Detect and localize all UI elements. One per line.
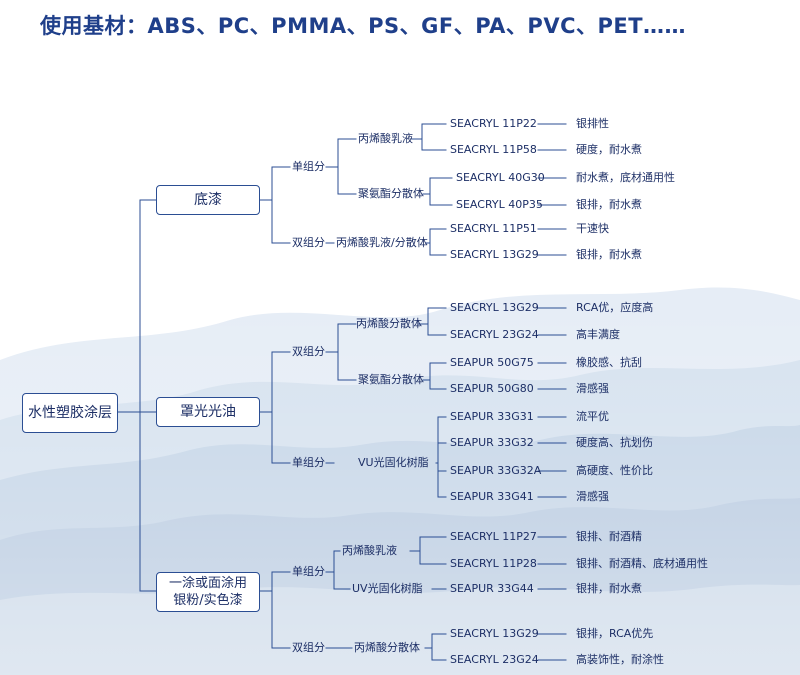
product-name: SEAPUR 50G80 — [450, 382, 534, 395]
product-desc: 橡胶感、抗刮 — [576, 356, 642, 369]
product-name: SEAPUR 33G41 — [450, 490, 534, 503]
connector-yt-single — [325, 550, 351, 590]
yt-s-uv-resin: UV光固化树脂 — [352, 582, 423, 595]
connector-dq-single — [325, 138, 357, 195]
category-topcoat-label: 罩光光油 — [180, 404, 236, 420]
product-name: SEACRYL 40P35 — [456, 198, 543, 211]
dq-double-label: 双组分 — [292, 236, 325, 249]
product-desc: 干速快 — [576, 222, 609, 235]
connector-dq-s1 — [411, 123, 447, 151]
product-desc: 银排、耐酒精 — [576, 530, 642, 543]
product-desc: 滑感强 — [576, 490, 609, 503]
category-primer-label: 底漆 — [194, 192, 222, 208]
dq-s-acrylic-emulsion: 丙烯酸乳液 — [358, 132, 413, 145]
product-name: SEACRYL 40G30 — [456, 171, 545, 184]
product-name: SEACRYL 11P22 — [450, 117, 537, 130]
product-name: SEACRYL 11P58 — [450, 143, 537, 156]
connector-zg-double — [325, 323, 357, 381]
product-name: SEAPUR 33G44 — [450, 582, 534, 595]
product-desc: 银排，耐水煮 — [576, 582, 642, 595]
connector-zg-single — [325, 416, 447, 498]
product-name: SEACRYL 13G29 — [450, 248, 539, 261]
connector-root — [117, 199, 157, 592]
product-name: SEACRYL 11P28 — [450, 557, 537, 570]
connector-zg — [259, 351, 291, 464]
product-desc: 银排，耐水煮 — [576, 248, 642, 261]
product-desc: 高硬度、性价比 — [576, 464, 653, 477]
product-desc: 银排、耐酒精、底材通用性 — [576, 557, 708, 570]
zg-d-pu-dispersion: 聚氨酯分散体 — [358, 373, 424, 386]
product-name: SEACRYL 11P27 — [450, 530, 537, 543]
category-primer: 底漆 — [156, 185, 260, 215]
connector-dashes — [537, 123, 567, 661]
yt-single-label: 单组分 — [292, 565, 325, 578]
connector-dq-s2 — [422, 177, 453, 206]
connector-yt — [259, 571, 291, 649]
product-desc: 银排，耐水煮 — [576, 198, 642, 211]
category-topcoat: 罩光光油 — [156, 397, 260, 427]
category-basecoat-label-line1: 一涂或面涂用 — [168, 576, 247, 591]
product-desc: 耐水煮，底材通用性 — [576, 171, 675, 184]
dq-d-acrylic-emulsion-dispersion: 丙烯酸乳液/分散体 — [336, 236, 428, 249]
root-label: 水性塑胶涂层 — [28, 405, 112, 421]
connector-yt-double — [325, 633, 447, 661]
root-node: 水性塑胶涂层 — [22, 393, 118, 433]
product-desc: 滑感强 — [576, 382, 609, 395]
zg-d-acrylic-dispersion: 丙烯酸分散体 — [356, 317, 422, 330]
connector-yt-s1 — [409, 536, 447, 565]
product-name: SEACRYL 23G24 — [450, 328, 539, 341]
connector-zg-d1 — [417, 307, 447, 336]
zg-s-uv-resin: VU光固化树脂 — [358, 456, 429, 469]
yt-double-label: 双组分 — [292, 641, 325, 654]
category-basecoat-label-line2: 银粉/实色漆 — [173, 593, 243, 608]
connector-dq — [259, 166, 291, 244]
product-desc: 银排，RCA优先 — [576, 627, 654, 640]
dq-single-label: 单组分 — [292, 160, 325, 173]
yt-d-acrylic-dispersion: 丙烯酸分散体 — [354, 641, 420, 654]
product-name: SEACRYL 13G29 — [450, 627, 539, 640]
zg-double-label: 双组分 — [292, 345, 325, 358]
product-name: SEAPUR 33G31 — [450, 410, 534, 423]
dq-s-pu-dispersion: 聚氨酯分散体 — [358, 187, 424, 200]
product-desc: 高丰满度 — [576, 328, 620, 341]
connector-zg-d2 — [422, 362, 447, 390]
category-basecoat: 一涂或面涂用 银粉/实色漆 — [156, 572, 260, 612]
product-desc: RCA优，应度高 — [576, 301, 654, 314]
zg-single-label: 单组分 — [292, 456, 325, 469]
yt-s-acrylic-emulsion: 丙烯酸乳液 — [342, 544, 397, 557]
product-desc: 高装饰性，耐涂性 — [576, 653, 664, 666]
product-desc: 硬度，耐水煮 — [576, 143, 642, 156]
product-desc: 流平优 — [576, 410, 609, 423]
product-name: SEAPUR 33G32A — [450, 464, 542, 477]
product-desc: 硬度高、抗划伤 — [576, 436, 653, 449]
connector-dq-double — [325, 228, 447, 256]
product-desc: 银排性 — [576, 117, 609, 130]
product-name: SEAPUR 50G75 — [450, 356, 534, 369]
product-name: SEACRYL 11P51 — [450, 222, 537, 235]
product-name: SEAPUR 33G32 — [450, 436, 534, 449]
product-name: SEACRYL 13G29 — [450, 301, 539, 314]
page-title: 使用基材：ABS、PC、PMMA、PS、GF、PA、PVC、PET…… — [40, 14, 687, 38]
product-name: SEACRYL 23G24 — [450, 653, 539, 666]
